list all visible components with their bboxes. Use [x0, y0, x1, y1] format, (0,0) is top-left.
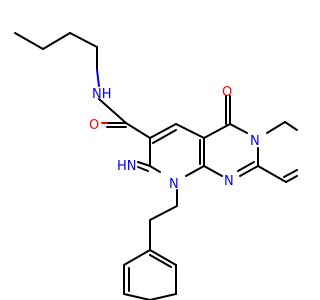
pyridine-ring-right — [257, 121, 298, 183]
bond — [69, 32, 98, 48]
bond — [137, 166, 149, 172]
imine-nh-label: HN — [117, 159, 137, 174]
phenethyl-chain — [149, 189, 178, 251]
phenyl-hexagon — [123, 248, 177, 300]
bond — [42, 32, 71, 50]
bond — [229, 123, 248, 134]
ring-nitrogen-left-label: N — [169, 177, 179, 192]
bond — [203, 123, 231, 139]
imine-group — [137, 161, 151, 172]
amide-group — [96, 69, 151, 139]
bond — [203, 165, 223, 177]
bond — [149, 254, 172, 268]
bond — [185, 165, 205, 177]
bond — [239, 165, 259, 177]
bond — [14, 32, 44, 50]
bond — [149, 123, 177, 139]
bond — [175, 123, 205, 139]
amide-oxygen-label: O — [89, 118, 99, 133]
bond — [283, 169, 298, 178]
molecule-canvas: NH O O N HN N N — [14, 32, 298, 300]
pyrimidone-ring — [203, 95, 259, 177]
bond — [96, 69, 100, 87]
bond — [149, 165, 161, 173]
bond — [284, 121, 298, 131]
ketone-oxygen-label: O — [222, 85, 232, 100]
butyl-chain — [14, 32, 98, 71]
pyridine-ring — [149, 123, 205, 177]
bond — [98, 98, 127, 124]
amide-nh-label: NH — [92, 87, 112, 102]
bond — [237, 161, 255, 172]
bond — [125, 122, 151, 139]
bond — [137, 161, 151, 167]
ring-nitrogen-top-label: N — [250, 134, 260, 149]
bond — [257, 165, 287, 183]
bond — [266, 121, 286, 134]
bond — [149, 205, 178, 221]
phenyl-ring — [123, 248, 177, 300]
bond — [285, 175, 298, 183]
ring-nitrogen-bottom-label: N — [224, 174, 234, 189]
bond — [152, 129, 177, 144]
